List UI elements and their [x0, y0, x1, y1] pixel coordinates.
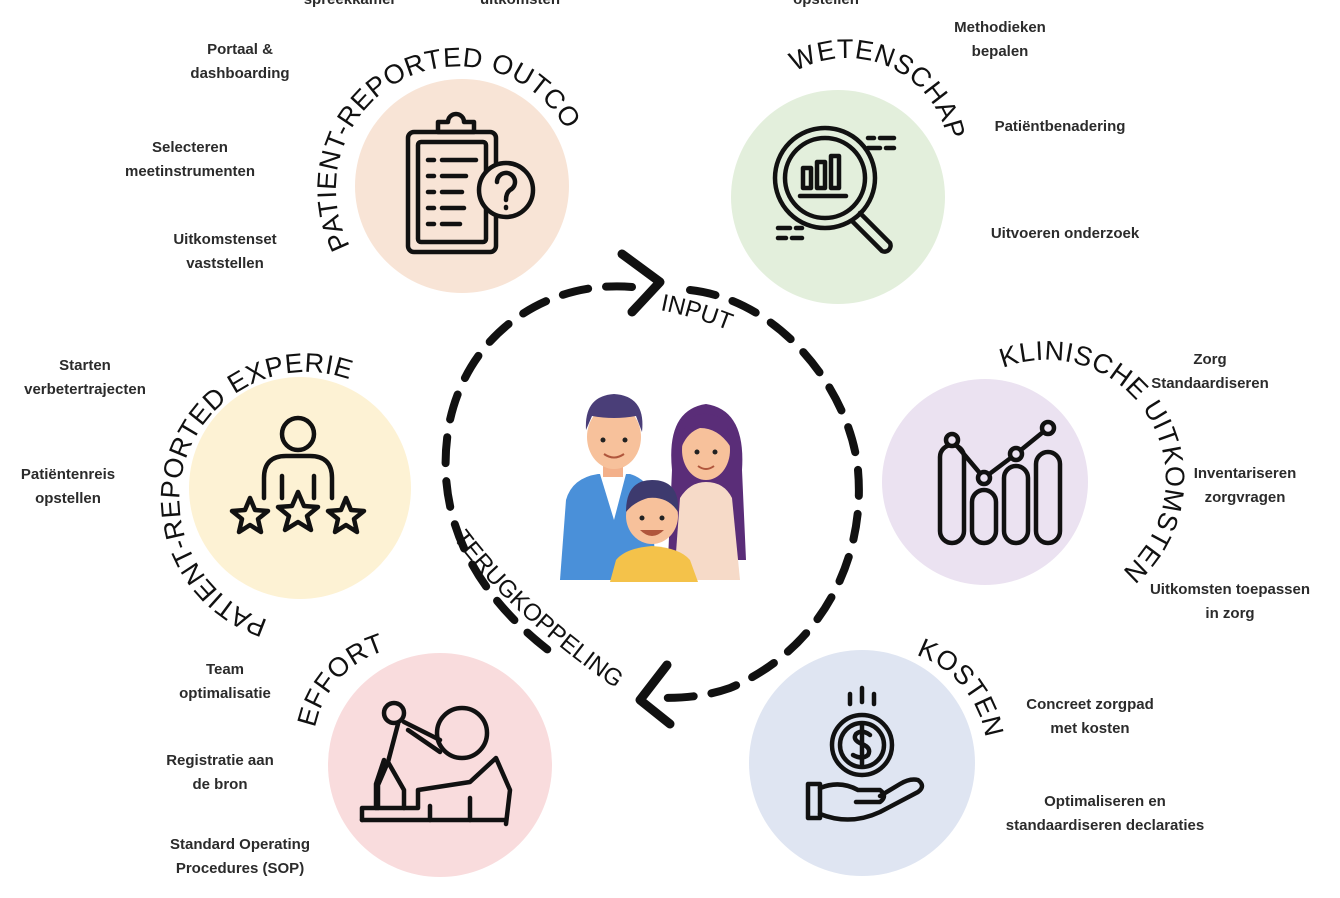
line-bar-chart-icon: [937, 419, 1063, 546]
circle-patient-reported-experiences: [189, 377, 411, 599]
label-top-cut-3: opstellen: [756, 0, 896, 12]
person-stars-icon: [229, 415, 367, 535]
push-boulder-icon: [359, 700, 513, 827]
circle-patient-reported-outcomes: [355, 79, 569, 293]
clipboard-question-icon: [405, 111, 536, 255]
arrowhead-feedback: [635, 660, 675, 729]
circle-effort: [328, 653, 552, 877]
label-patientbenadering: Patiëntbenadering: [994, 118, 1126, 135]
label-top-cut-2: uitkomsten: [450, 0, 590, 12]
cycle-label-input: INPUT: [659, 289, 737, 336]
magnifier-chart-icon: [772, 125, 897, 254]
feedback-cycle: [441, 249, 863, 729]
arrowhead-input: [617, 249, 665, 317]
family-icon: [560, 394, 746, 582]
label-top-cut-1: spreekkamer: [280, 0, 420, 12]
label-uitvoeren-onderzoek: Uitvoeren onderzoek: [990, 225, 1140, 242]
hand-coin-icon: [805, 685, 925, 822]
label-portaal-dashboarding: Portaal &dashboarding: [190, 41, 290, 82]
